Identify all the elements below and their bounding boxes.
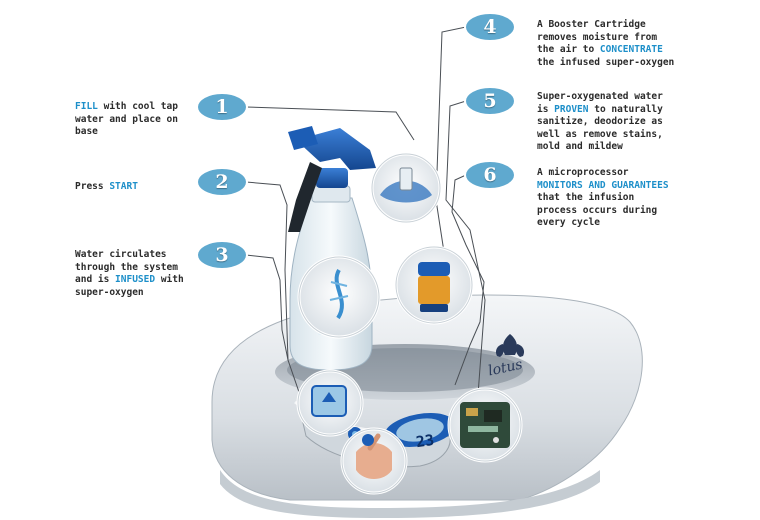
step-3-badge: 3 [197, 240, 247, 270]
detail-circle-cartridge [394, 245, 474, 325]
step-1-highlight: FILL [75, 101, 98, 112]
detail-circle-outflow [370, 152, 442, 224]
step-6-text: A microprocessor MONITORS AND GUARANTEES… [537, 167, 669, 228]
step-3-text: Water circulates through the system and … [75, 249, 184, 298]
step-6-highlight: MONITORS AND GUARANTEES [537, 179, 669, 191]
step-3-highlight: INFUSED [115, 274, 156, 285]
step-1-number: 1 [215, 96, 229, 118]
step-4-badge: 4 [465, 12, 515, 42]
base-unit [211, 294, 643, 518]
step-2-text: Press START [75, 181, 138, 192]
step-2-badge: 2 [197, 167, 247, 197]
step-5-highlight: PROVEN [554, 103, 589, 115]
detail-circle-press [340, 427, 408, 495]
step-2-number: 2 [215, 171, 229, 193]
detail-circle-infusion [297, 255, 381, 339]
lotus-logo-icon [495, 334, 525, 357]
step-5-badge: 5 [465, 86, 515, 116]
step-6-badge: 6 [465, 160, 515, 190]
step-5-text: Super-oxygenated water is PROVEN to natu… [537, 91, 663, 152]
display-readout: 23 [414, 430, 436, 452]
step-4-highlight: CONCENTRATE [599, 44, 663, 55]
step-1-badge: 1 [197, 92, 247, 122]
detail-circle-start [296, 369, 364, 437]
detail-circle-microprocessor [447, 387, 523, 463]
step-2-highlight: START [109, 181, 138, 192]
leader-lines [245, 26, 486, 406]
step-3-number: 3 [215, 244, 229, 266]
step-5-number: 5 [483, 90, 497, 112]
step-6-number: 6 [483, 164, 497, 186]
step-4-number: 4 [483, 16, 497, 38]
badge-shapes [196, 12, 516, 270]
step-4-text: A Booster Cartridge removes moisture fro… [537, 19, 675, 68]
step-1-text: FILL with cool tap water and place on ba… [75, 101, 178, 137]
